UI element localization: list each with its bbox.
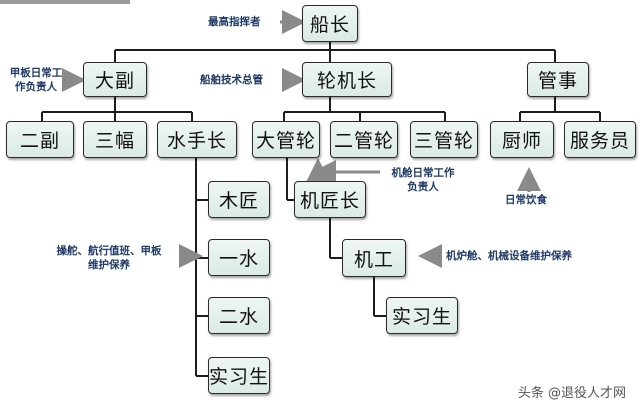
third-officer-box: 三幅 xyxy=(83,121,147,158)
boatswain-box: 水手长 xyxy=(157,121,237,158)
second-engineer-note-line2: 负责人 xyxy=(407,181,439,193)
chief-engineer-note: 船舶技术总管 xyxy=(200,74,263,86)
mechanic-box: 机工 xyxy=(342,239,406,277)
chief-officer-box: 大副 xyxy=(83,62,147,97)
chief-officer-note-line1: 甲板日常工 xyxy=(9,67,63,79)
captain-box: 船长 xyxy=(302,5,358,42)
third-engineer-box: 二管轮 xyxy=(330,121,398,158)
chief-engineer-box: 轮机长 xyxy=(302,62,392,97)
chief-officer-note: 甲板日常工 作负责人 xyxy=(2,66,70,94)
chief-mechanic-box: 机匠长 xyxy=(294,181,366,218)
steward-box: 服务员 xyxy=(564,121,636,158)
second-engineer-note: 机舱日常工作 负责人 xyxy=(382,166,464,194)
deck-duty-note-line1: 操舵、航行值班、甲板 xyxy=(56,245,162,257)
deck-duty-note-line2: 维护保养 xyxy=(88,259,130,271)
chief-officer-note-line2: 作负责人 xyxy=(15,81,57,93)
watermark: 头条 @退役人才网 xyxy=(517,386,626,401)
engine-cadet-box: 实习生 xyxy=(386,297,458,334)
second-officer-box: 二副 xyxy=(6,121,74,158)
fourth-engineer-box: 三管轮 xyxy=(410,121,478,158)
deck-duty-note: 操舵、航行值班、甲板 维护保养 xyxy=(40,244,178,272)
purser-box: 管事 xyxy=(527,62,589,97)
engine-duty-note: 机炉舱、机械设备维护保养 xyxy=(446,250,572,262)
os-seaman-box: 二水 xyxy=(208,297,270,334)
catering-note: 日常饮食 xyxy=(505,194,547,206)
deck-cadet-box: 实习生 xyxy=(208,357,270,394)
carpenter-box: 木匠 xyxy=(208,181,270,218)
captain-note: 最高指挥者 xyxy=(208,16,261,28)
second-engineer-note-line1: 机舱日常工作 xyxy=(391,167,455,179)
top-strip-decoration xyxy=(0,0,130,4)
cook-box: 厨师 xyxy=(490,121,554,158)
ab-seaman-box: 一水 xyxy=(208,239,270,276)
second-engineer-box: 大管轮 xyxy=(252,121,320,158)
